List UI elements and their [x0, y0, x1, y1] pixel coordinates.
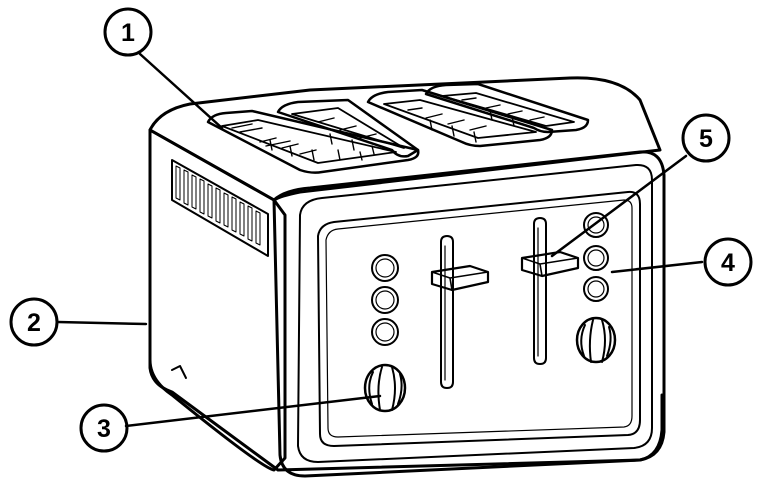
function-button[interactable] [583, 212, 609, 238]
left-lever-track [440, 235, 454, 389]
browning-knob[interactable] [575, 316, 617, 364]
function-button[interactable] [371, 318, 399, 346]
function-button[interactable] [583, 245, 609, 271]
toaster-base [148, 328, 664, 472]
callout-5: 5 [681, 113, 731, 163]
bread-slots [206, 82, 590, 174]
toaster-side [148, 128, 287, 472]
callout-label: 3 [97, 415, 111, 443]
callout-label: 4 [721, 249, 735, 277]
side-vent [171, 159, 269, 257]
bread-slot [424, 82, 590, 134]
right-lever-track [533, 217, 547, 365]
callout-4: 4 [703, 237, 753, 287]
left-controls [363, 254, 407, 413]
function-button[interactable] [583, 276, 609, 302]
bread-slot [276, 98, 420, 158]
function-button[interactable] [371, 254, 399, 282]
browning-knob[interactable] [363, 363, 407, 413]
toaster-top [148, 76, 662, 202]
callout-3: 3 [79, 403, 129, 453]
callout-label: 5 [699, 125, 713, 153]
front-panel [317, 190, 641, 447]
front-bezel [297, 163, 653, 463]
lever[interactable] [430, 264, 490, 292]
callout-label: 2 [27, 309, 41, 337]
bread-slot [366, 88, 554, 148]
toaster [148, 76, 666, 478]
leader-lines [56, 52, 704, 428]
bread-slot [206, 109, 420, 174]
lever[interactable] [520, 250, 580, 278]
function-button[interactable] [371, 286, 399, 314]
toaster-front [272, 150, 666, 478]
callout-1: 1 [103, 7, 153, 57]
callout-label: 1 [121, 19, 135, 47]
right-controls [575, 212, 617, 364]
callout-2: 2 [9, 297, 59, 347]
